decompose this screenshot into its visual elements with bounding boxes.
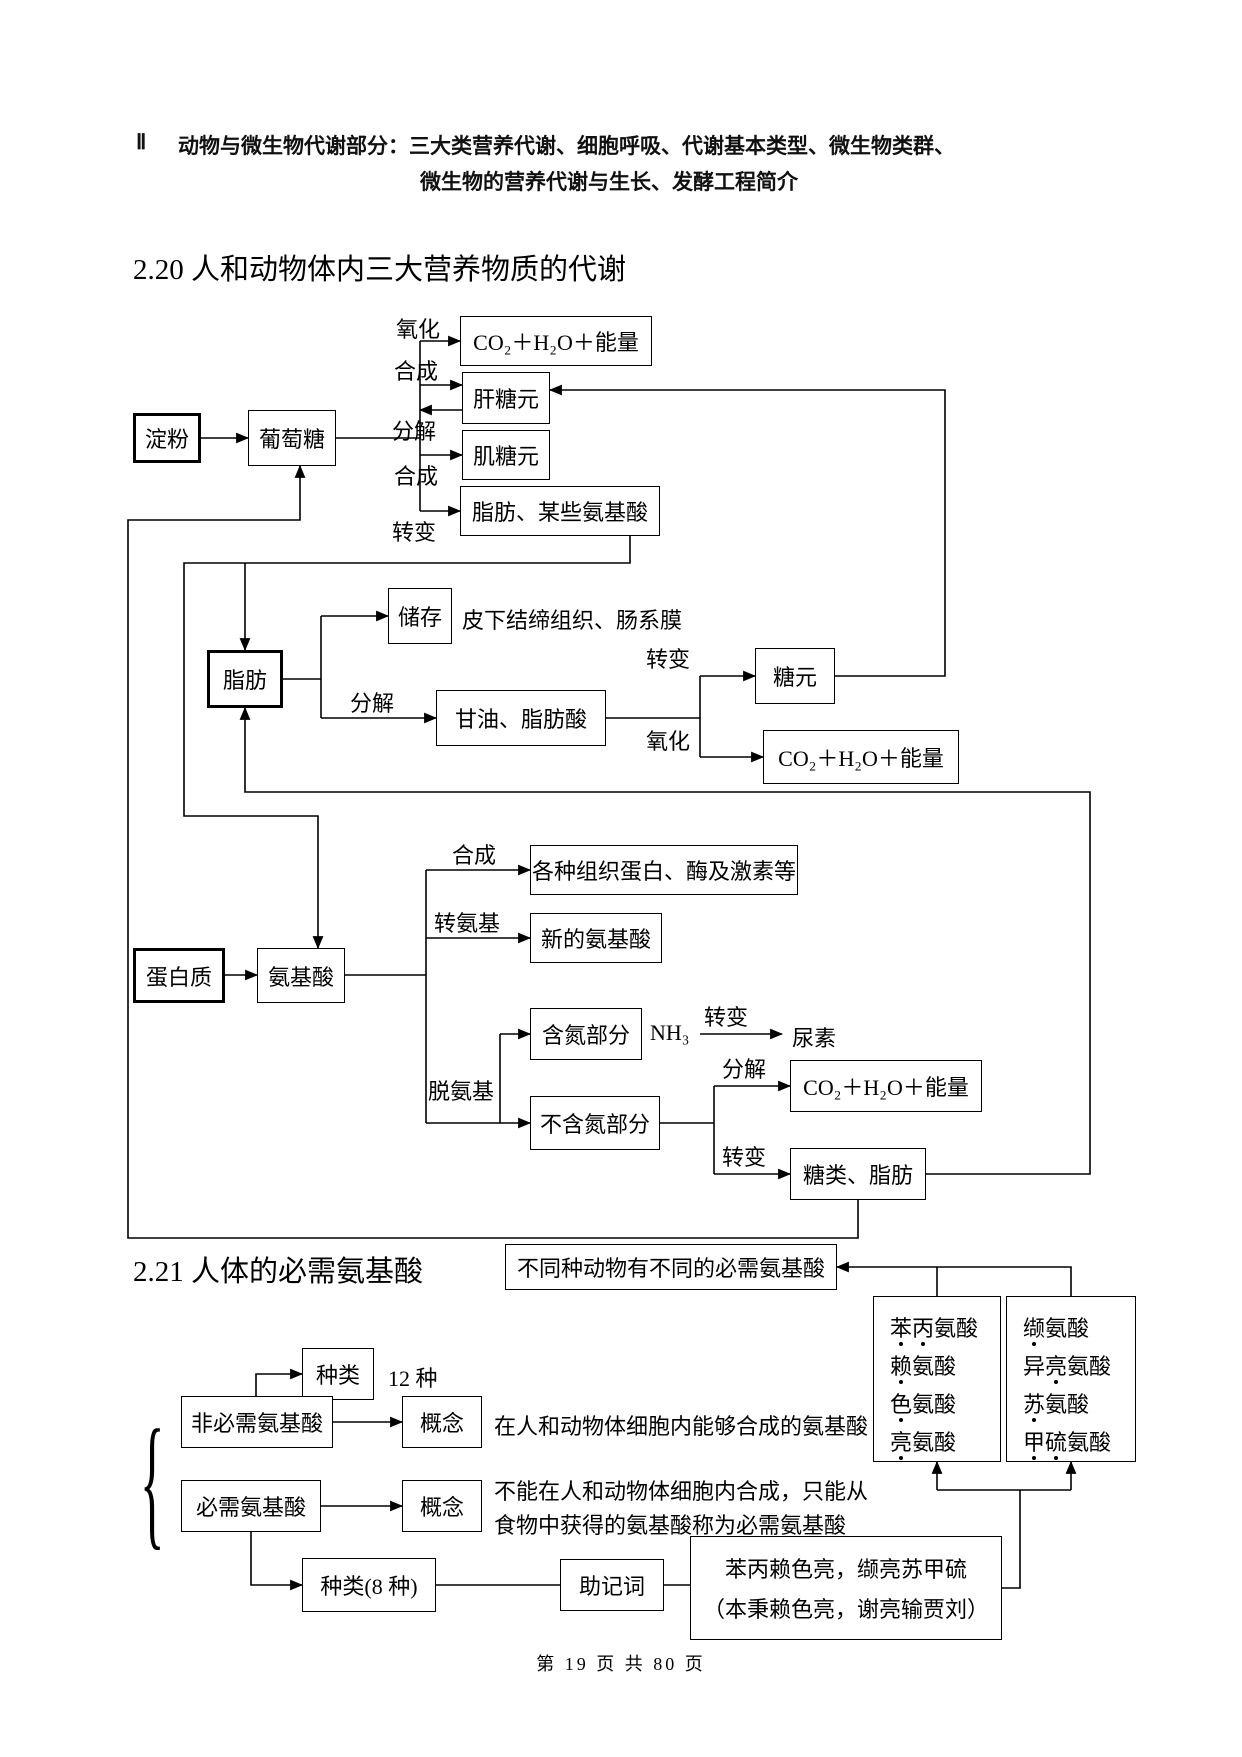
- flow-box-sugars-fats: 糖类、脂肪: [790, 1148, 926, 1200]
- amino-acid-item: 亮氨酸: [890, 1425, 1000, 1463]
- flow-label: 转变: [704, 1005, 749, 1030]
- flow-box-co2-energy-3: CO₂＋H₂O＋能量: [790, 1060, 982, 1112]
- flow-label: 合成: [394, 464, 439, 489]
- header-line1: 动物与微生物代谢部分：三大类营养代谢、细胞呼吸、代谢基本类型、微生物类群、: [178, 135, 955, 158]
- flow-label: 分解: [392, 419, 437, 444]
- section-2-21-title: 2.21 人体的必需氨基酸: [133, 1256, 424, 1288]
- amino-acid-item: 赖氨酸: [890, 1349, 1000, 1387]
- flow-box-liver-glycogen: 肝糖元: [462, 372, 550, 424]
- flow-box-co2-energy-2: CO₂＋H₂O＋能量: [763, 730, 959, 784]
- flow-box-essential: 必需氨基酸: [181, 1480, 321, 1532]
- amino-acid-item: 苯丙氨酸: [890, 1311, 1000, 1349]
- flow-label: 转变: [646, 647, 691, 672]
- flow-text: 12 种: [388, 1366, 438, 1391]
- flow-box-fat-some-amino-acids: 脂肪、某些氨基酸: [460, 486, 660, 536]
- header-numeral: Ⅱ: [136, 131, 147, 154]
- flow-label: 氧化: [646, 729, 691, 754]
- section-2-20-title: 2.20 人和动物体内三大营养物质的代谢: [133, 254, 627, 286]
- connector-line: [239, 706, 1091, 1175]
- flow-box-co2-energy-1: CO₂＋H₂O＋能量: [460, 316, 652, 366]
- flow-label: 合成: [452, 843, 497, 868]
- connector-line: [250, 1532, 304, 1591]
- flow-box-glycerol-fatty-acid: 甘油、脂肪酸: [436, 690, 606, 746]
- flow-text: 不能在人和动物体细胞内合成，只能从: [494, 1479, 869, 1504]
- amino-acid-item: 异亮氨酸: [1023, 1349, 1135, 1387]
- flow-box-store: 储存: [388, 588, 452, 644]
- flow-label: 皮下结缔组织、肠系膜: [462, 608, 683, 633]
- flow-box-starch: 淀粉: [133, 413, 201, 463]
- flow-box-glucose: 葡萄糖: [248, 410, 336, 466]
- note-box-essential-amino-acids: 不同种动物有不同的必需氨基酸: [505, 1244, 837, 1290]
- flow-label: 分解: [350, 691, 395, 716]
- flow-box-kinds-8: 种类(8 种): [302, 1558, 436, 1612]
- flow-box-kinds-12: 种类: [302, 1348, 374, 1400]
- flow-box-concept-2: 概念: [402, 1480, 482, 1532]
- header-line2: 微生物的营养代谢与生长、发酵工程简介: [420, 171, 798, 194]
- flow-box-concept-1: 概念: [402, 1396, 482, 1448]
- flow-label: 氧化: [396, 317, 441, 342]
- flow-label: 分解: [722, 1057, 767, 1082]
- flow-label: 转变: [392, 520, 437, 545]
- flow-box-non-essential: 非必需氨基酸: [181, 1396, 333, 1448]
- connector-line: [255, 1368, 304, 1396]
- flow-box-glycogen: 糖元: [755, 648, 835, 704]
- amino-acid-item: 色氨酸: [890, 1387, 1000, 1425]
- page-footer: 第 19 页 共 80 页: [536, 1654, 706, 1674]
- connector-line: [835, 1261, 1072, 1296]
- flow-box-fat: 脂肪: [207, 650, 283, 708]
- flow-label: NH₃: [650, 1020, 690, 1045]
- mnemonic-line1: 苯丙赖色亮，缬亮苏甲硫: [724, 1557, 967, 1582]
- amino-acid-item: 苏氨酸: [1023, 1387, 1135, 1425]
- connector-line: [1002, 1490, 1021, 1589]
- mnemonic-line2: （本秉赖色亮，谢亮输贾刘）: [702, 1597, 989, 1622]
- flow-box-nitrogenous-part: 含氮部分: [530, 1008, 642, 1060]
- amino-acid-item: 甲硫氨酸: [1023, 1425, 1135, 1463]
- flow-box-non-nitrogenous-part: 不含氮部分: [530, 1096, 660, 1150]
- amino-acid-item: 缬氨酸: [1023, 1311, 1135, 1349]
- flow-box-protein: 蛋白质: [133, 948, 225, 1003]
- flow-box-new-amino-acids: 新的氨基酸: [530, 913, 662, 963]
- essential-amino-acid-list-right: 缬氨酸异亮氨酸苏氨酸甲硫氨酸: [1006, 1296, 1136, 1462]
- flow-label: 脱氨基: [428, 1079, 495, 1104]
- brace-icon: {: [140, 1400, 165, 1563]
- flow-label: 转氨基: [434, 911, 501, 936]
- flow-label: 合成: [394, 359, 439, 384]
- flow-box-amino-acid: 氨基酸: [257, 948, 345, 1003]
- connector-line: [548, 384, 946, 677]
- connector-line: [183, 536, 631, 950]
- flow-label: 尿素: [792, 1026, 837, 1051]
- flow-box-tissue-proteins: 各种组织蛋白、酶及激素等: [530, 845, 798, 895]
- mnemonic-box: 苯丙赖色亮，缬亮苏甲硫 （本秉赖色亮，谢亮输贾刘）: [690, 1536, 1002, 1640]
- flow-box-mnemonic-word: 助记词: [560, 1559, 664, 1611]
- connector-line: [127, 464, 859, 1239]
- flow-box-muscle-glycogen: 肌糖元: [462, 430, 550, 480]
- flow-text: 在人和动物体细胞内能够合成的氨基酸: [494, 1414, 869, 1439]
- flow-label: 转变: [722, 1145, 767, 1170]
- essential-amino-acid-list-left: 苯丙氨酸赖氨酸色氨酸亮氨酸: [873, 1296, 1001, 1462]
- flow-text: 食物中获得的氨基酸称为必需氨基酸: [494, 1513, 847, 1538]
